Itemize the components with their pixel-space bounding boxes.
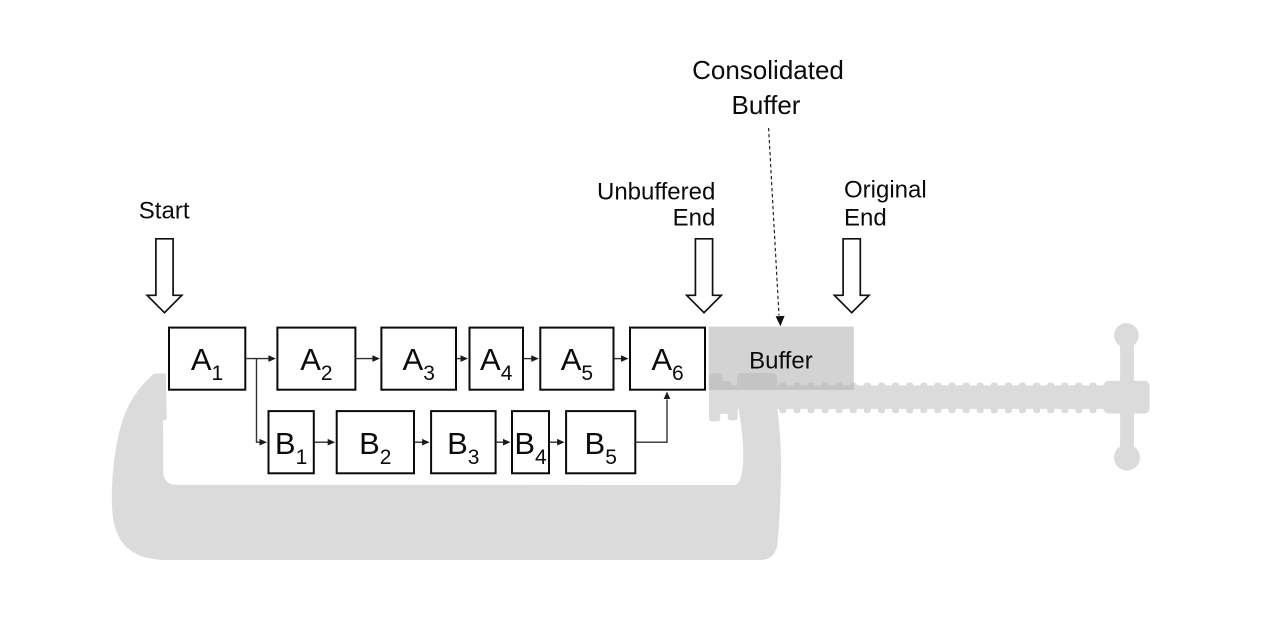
svg-text:Start: Start [139, 198, 190, 225]
svg-text:Consolidated: Consolidated [692, 55, 844, 85]
svg-text:End: End [844, 205, 887, 232]
svg-text:Buffer: Buffer [749, 348, 813, 375]
svg-text:End: End [673, 205, 716, 232]
svg-text:Buffer: Buffer [732, 90, 801, 120]
svg-text:Original: Original [844, 176, 927, 203]
svg-text:Unbuffered: Unbuffered [597, 179, 715, 206]
